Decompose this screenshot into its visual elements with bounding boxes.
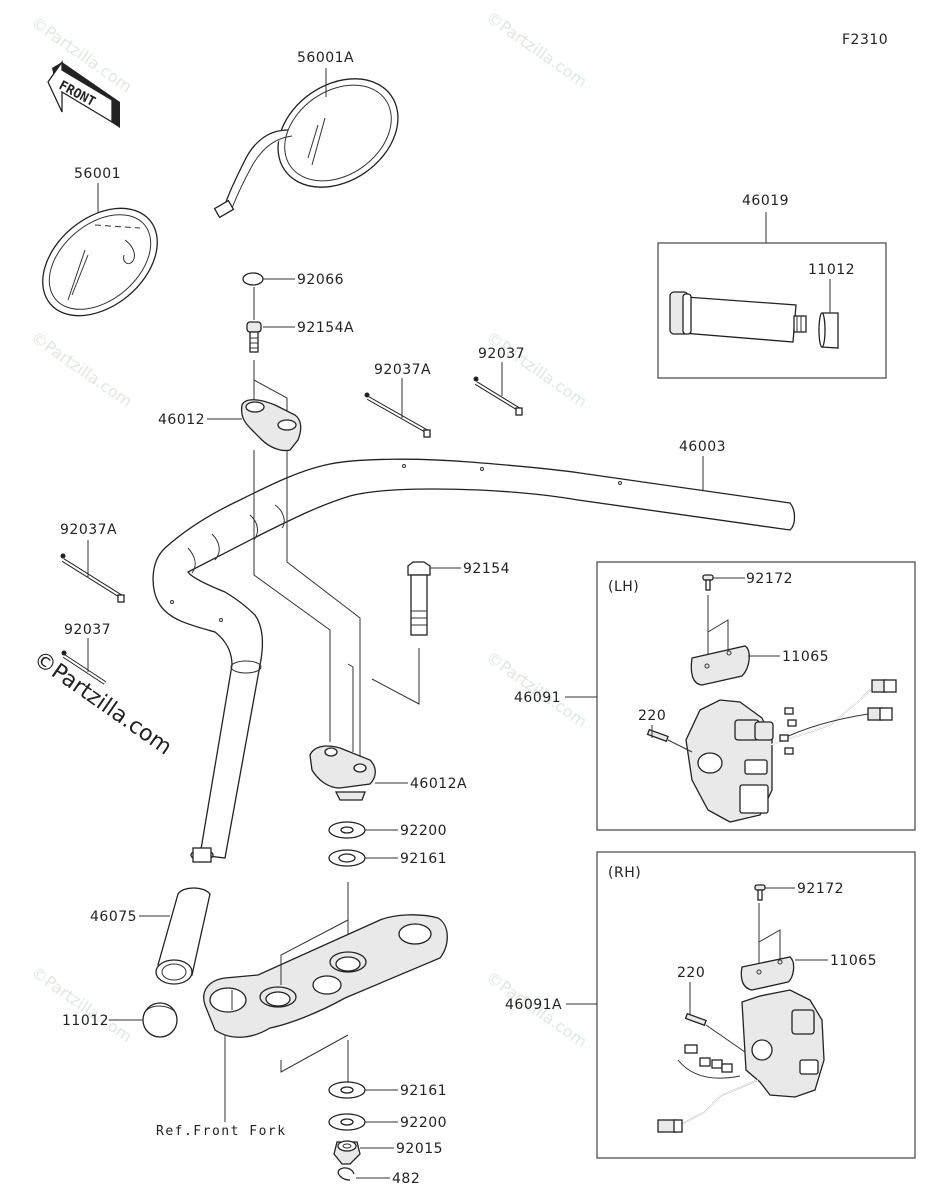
holder-46012A	[309, 745, 376, 801]
label-11065-rh: 11065	[830, 953, 877, 969]
grip-end-11012	[142, 1002, 178, 1038]
washer-92161-bottom	[328, 1081, 366, 1099]
triple-clamp	[203, 914, 448, 1038]
mirror-right	[213, 78, 399, 219]
label-220-rh: 220	[677, 965, 705, 981]
cap-92066	[242, 272, 264, 286]
label-46012A: 46012A	[410, 776, 467, 792]
band-92037A-left	[60, 553, 125, 603]
watermark-dark: ©Partzilla.com	[29, 646, 177, 760]
label-56001A: 56001A	[297, 50, 354, 66]
label-92037A-top: 92037A	[374, 362, 431, 378]
washer-92161-top	[328, 849, 366, 867]
label-92066: 92066	[297, 272, 344, 288]
bolt-92154	[407, 561, 431, 636]
label-92161-top: 92161	[400, 851, 447, 867]
label-92172-lh: 92172	[746, 571, 793, 587]
watermark: ©Partzilla.com	[483, 8, 591, 91]
label-92154: 92154	[463, 561, 510, 577]
label-46019: 46019	[742, 193, 789, 209]
label-46003: 46003	[679, 439, 726, 455]
watermark: ©Partzilla.com	[28, 963, 136, 1046]
cover-11065-lh	[690, 645, 750, 686]
label-92015: 92015	[396, 1141, 443, 1157]
label-220-lh: 220	[638, 708, 666, 724]
bolt-220-lh	[646, 728, 669, 743]
label-11012-left: 11012	[62, 1013, 109, 1029]
label-11065-lh: 11065	[782, 649, 829, 665]
label-92037A-left: 92037A	[60, 522, 117, 538]
lh-switch-box	[596, 561, 916, 831]
diagram-code: F2310	[842, 32, 888, 48]
band-92037-top	[473, 376, 523, 416]
label-92200-top: 92200	[400, 823, 447, 839]
label-92172-rh: 92172	[797, 881, 844, 897]
lh-side-label: (LH)	[608, 579, 639, 595]
grip-46075	[155, 887, 211, 985]
mirror-left	[42, 207, 158, 317]
band-92037A-top	[364, 392, 431, 438]
clip-482	[337, 1167, 355, 1181]
label-92154A: 92154A	[297, 320, 354, 336]
label-92037-top: 92037	[478, 346, 525, 362]
label-46012: 46012	[158, 412, 205, 428]
label-92037-left: 92037	[64, 622, 111, 638]
throttle-end-11012	[818, 312, 839, 349]
handlebar-46003	[152, 458, 796, 863]
switch-housing-lh	[685, 679, 897, 823]
throttle-grip-46019	[669, 291, 807, 343]
switch-housing-rh	[657, 989, 825, 1133]
bolt-220-rh	[684, 1012, 707, 1027]
screw-92172-rh	[754, 884, 766, 901]
label-92200-bottom: 92200	[400, 1115, 447, 1131]
label-46091A: 46091A	[505, 997, 562, 1013]
rh-switch-box	[596, 851, 916, 1159]
bolt-92154A	[246, 321, 262, 353]
watermark: ©Partzilla.com	[28, 328, 136, 411]
rh-side-label: (RH)	[608, 865, 641, 881]
washer-92200-bottom	[328, 1113, 366, 1131]
band-92037-left	[61, 650, 107, 685]
label-46075: 46075	[90, 909, 137, 925]
label-56001: 56001	[74, 166, 121, 182]
label-482: 482	[392, 1171, 420, 1187]
holder-46012	[240, 399, 302, 452]
label-ref-front-fork: Ref.Front Fork	[156, 1124, 287, 1139]
nut-92015	[333, 1140, 361, 1165]
label-92161-bottom: 92161	[400, 1083, 447, 1099]
label-11012-right: 11012	[808, 262, 855, 278]
cover-11065-rh	[740, 956, 795, 991]
throttle-grip-box	[657, 242, 887, 379]
label-46091: 46091	[514, 690, 561, 706]
washer-92200-top	[328, 821, 366, 839]
screw-92172-lh	[702, 574, 714, 591]
